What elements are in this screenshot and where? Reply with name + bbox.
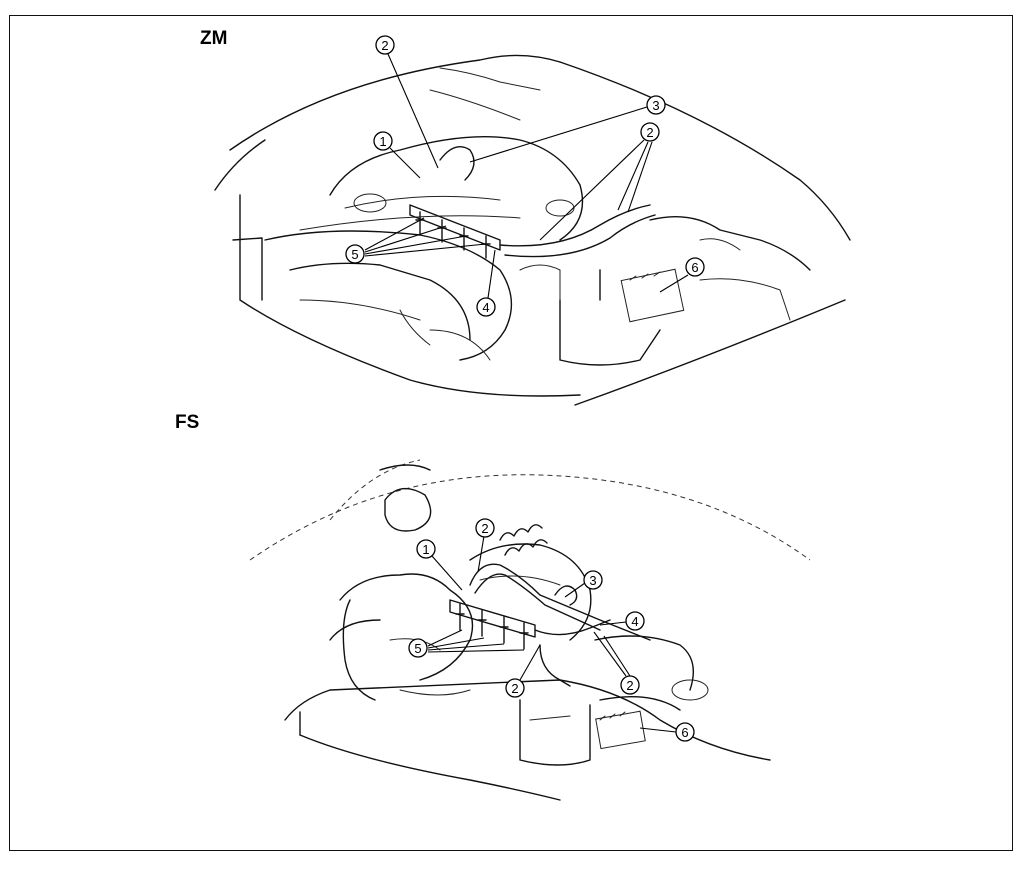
svg-text:2: 2 xyxy=(481,521,488,536)
svg-text:4: 4 xyxy=(631,614,638,629)
zm-callout-5: 5 xyxy=(345,244,365,264)
section-label-fs: FS xyxy=(175,412,200,433)
svg-text:1: 1 xyxy=(379,134,386,149)
fs-callouts: 2 1 3 4 5 2 xyxy=(408,518,695,742)
fs-callout-2-right: 2 xyxy=(620,675,640,695)
svg-text:6: 6 xyxy=(691,260,698,275)
zm-callout-2-top: 2 xyxy=(375,35,395,55)
zm-callout-3: 3 xyxy=(646,95,666,115)
svg-text:2: 2 xyxy=(626,678,633,693)
fs-callout-5: 5 xyxy=(408,638,428,658)
svg-text:2: 2 xyxy=(646,125,653,140)
svg-text:2: 2 xyxy=(381,38,388,53)
zm-callout-2-right: 2 xyxy=(640,122,660,142)
fs-callout-2-bottom: 2 xyxy=(505,678,525,698)
svg-text:4: 4 xyxy=(482,300,489,315)
svg-text:5: 5 xyxy=(414,641,421,656)
svg-text:2: 2 xyxy=(511,681,518,696)
section-label-zm: ZM xyxy=(200,28,228,49)
svg-text:3: 3 xyxy=(652,98,659,113)
fs-engine-drawing xyxy=(249,459,811,801)
zm-callout-1: 1 xyxy=(373,131,393,151)
zm-engine-drawing xyxy=(214,54,851,406)
zm-callouts: 2 1 3 2 5 xyxy=(345,35,705,317)
fs-callout-4: 4 xyxy=(625,611,645,631)
svg-text:3: 3 xyxy=(589,573,596,588)
fs-callout-3: 3 xyxy=(583,570,603,590)
fs-callout-2-top: 2 xyxy=(475,518,495,538)
zm-leader-2a xyxy=(387,53,439,169)
fs-callout-1: 1 xyxy=(416,539,436,559)
fs-callout-6: 6 xyxy=(675,722,695,742)
zm-callout-4: 4 xyxy=(476,297,496,317)
zm-callout-6: 6 xyxy=(685,257,705,277)
svg-text:6: 6 xyxy=(681,725,688,740)
svg-text:5: 5 xyxy=(351,247,358,262)
svg-text:1: 1 xyxy=(422,542,429,557)
diagram-frame xyxy=(9,15,1013,851)
